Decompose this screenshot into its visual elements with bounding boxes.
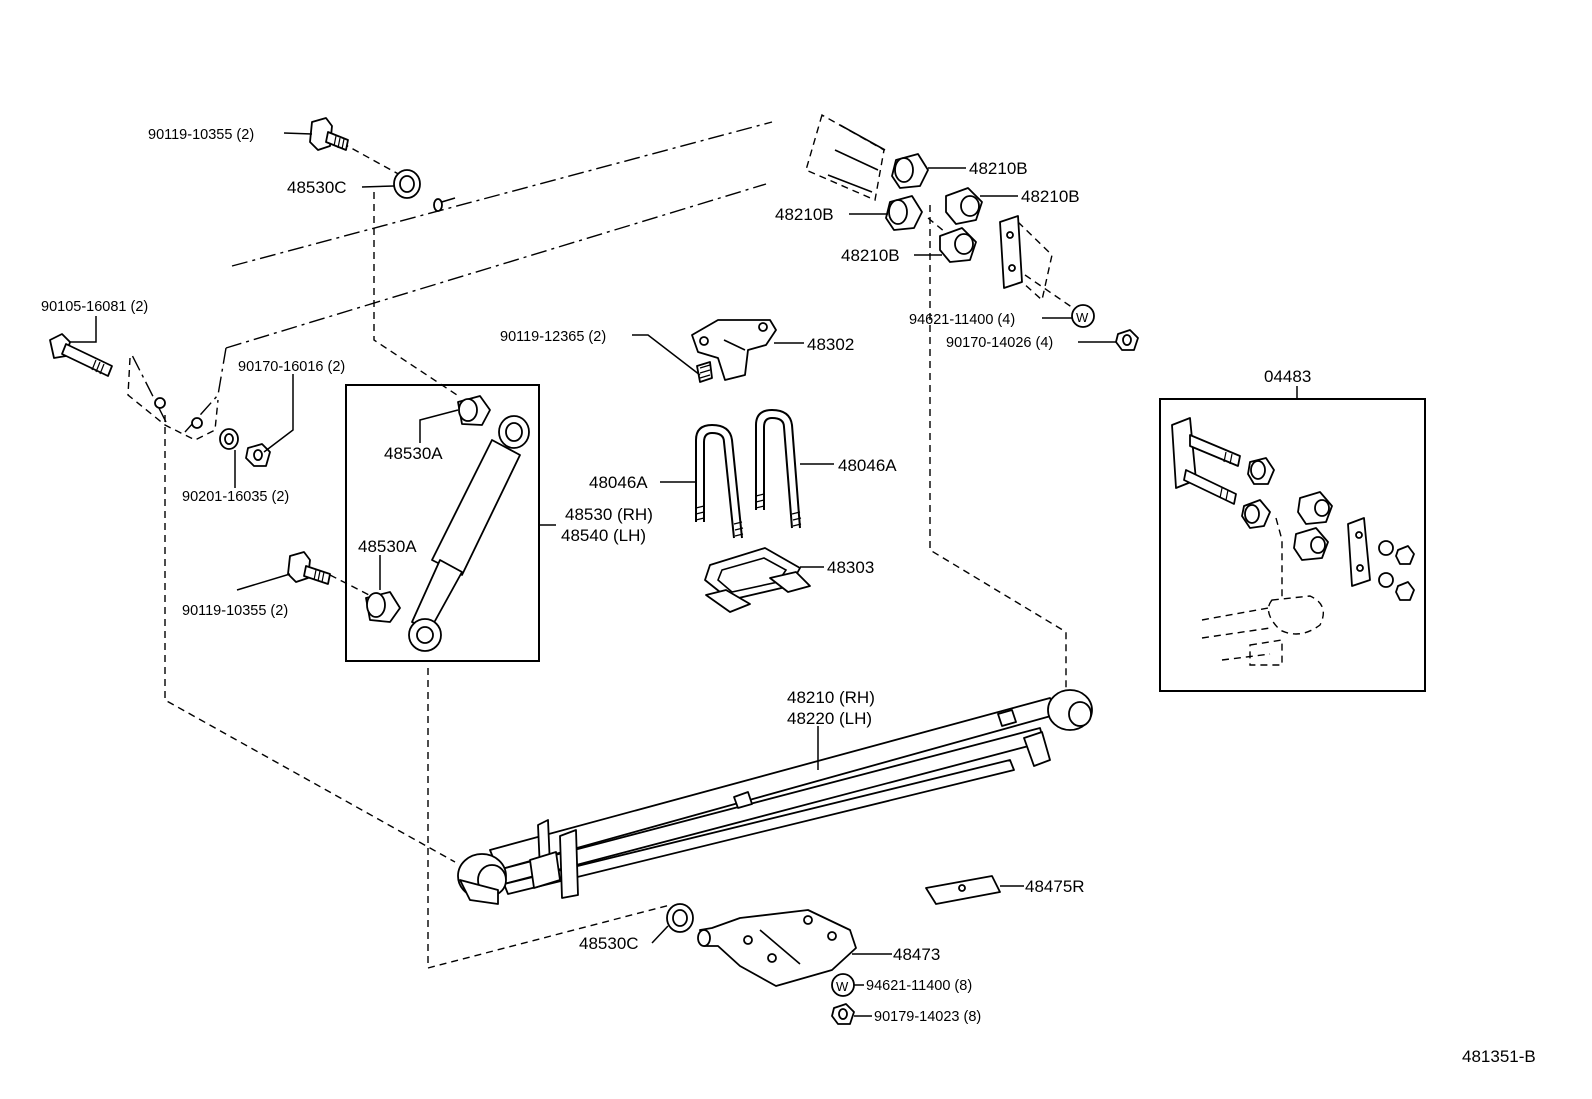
- svg-text:W: W: [836, 979, 849, 994]
- label-nut-plate: 90179-14023 (8): [874, 1009, 981, 1025]
- shock-lower-bolt: [287, 551, 331, 585]
- label-shock-rh: 48530 (RH): [565, 505, 653, 524]
- plate-nut: [831, 1003, 855, 1025]
- shackle-bushing-2: [945, 187, 983, 225]
- bumper-bolt: [696, 361, 713, 383]
- label-bolt-shock-bottom: 90119-10355 (2): [182, 603, 288, 619]
- shackle-nut: [1115, 329, 1139, 351]
- label-spring-plate: 48473: [893, 945, 940, 964]
- rear-hanger-bracket: [805, 113, 886, 201]
- u-bolt-left: [695, 423, 744, 539]
- shock-absorber-box: [345, 384, 540, 662]
- front-nut: [245, 443, 271, 467]
- upper-bushing-48530c: [393, 169, 421, 199]
- label-ref-number: 481351-B: [1462, 1047, 1536, 1066]
- shackle-washer: W: [1071, 304, 1095, 328]
- label-bush-b-3: 48210B: [775, 205, 834, 224]
- label-bushing-c-bottom: 48530C: [579, 934, 639, 953]
- plate-washer: W: [831, 973, 855, 997]
- shackle-bushing-1: [891, 153, 929, 189]
- label-spring-seat: 48303: [827, 558, 874, 577]
- kit-contents: [1171, 417, 1415, 666]
- front-hanger-bracket: [127, 357, 219, 441]
- label-washer-shackle: 94621-11400 (4): [909, 312, 1015, 328]
- front-washer: [219, 428, 239, 450]
- shock-upper-bolt: [309, 117, 349, 151]
- label-bush-b-2: 48210B: [1021, 187, 1080, 206]
- shackle-bushing-4: [939, 227, 977, 263]
- shackle-plate: [999, 215, 1053, 302]
- label-washer-front: 90201-16035 (2): [182, 489, 289, 505]
- label-bushing-a-upper: 48530A: [384, 444, 443, 463]
- label-washer-plate: 94621-11400 (8): [866, 978, 972, 994]
- shackle-bushing-3: [885, 195, 923, 231]
- part-labels: 90119-10355 (2) 48530C 90105-16081 (2) 9…: [41, 127, 1536, 1066]
- label-shock-lh: 48540 (LH): [561, 526, 646, 545]
- spring-plate-48473: [697, 909, 857, 987]
- shock-absorber: [408, 415, 530, 652]
- label-ubolt-right: 48046A: [838, 456, 897, 475]
- label-nut-shackle: 90170-14026 (4): [946, 335, 1053, 351]
- lower-bushing-48530c: [666, 903, 694, 933]
- leaf-spring-assembly: [457, 689, 1093, 905]
- u-bolt-right: [755, 408, 802, 529]
- label-bush-b-4: 48210B: [841, 246, 900, 265]
- label-bolt-bumper: 90119-12365 (2): [500, 329, 606, 345]
- shock-lower-bushing: [365, 591, 401, 623]
- label-bushing-c-top: 48530C: [287, 178, 347, 197]
- label-pad: 48475R: [1025, 877, 1085, 896]
- label-spring-rh: 48210 (RH): [787, 688, 875, 707]
- svg-text:W: W: [1076, 310, 1089, 325]
- assembly-guide-lines: [164, 142, 1077, 969]
- kit-04483-box: [1159, 398, 1426, 692]
- shock-upper-bushing: [457, 395, 491, 426]
- label-bumper: 48302: [807, 335, 854, 354]
- bumper-48302: [691, 319, 777, 381]
- label-ubolt-left: 48046A: [589, 473, 648, 492]
- label-nut-front: 90170-16016 (2): [238, 359, 345, 375]
- leader-lines: [70, 132, 1298, 1017]
- label-bolt-front: 90105-16081 (2): [41, 299, 148, 315]
- label-spring-lh: 48220 (LH): [787, 709, 872, 728]
- spring-pad-48475r: [925, 875, 1001, 905]
- label-bolt-shock-top: 90119-10355 (2): [148, 127, 254, 143]
- label-bushing-a-lower: 48530A: [358, 537, 417, 556]
- spring-seat-48303: [704, 547, 811, 613]
- label-kit: 04483: [1264, 367, 1311, 386]
- front-shackle-bolt: [49, 333, 113, 377]
- label-bush-b-1: 48210B: [969, 159, 1028, 178]
